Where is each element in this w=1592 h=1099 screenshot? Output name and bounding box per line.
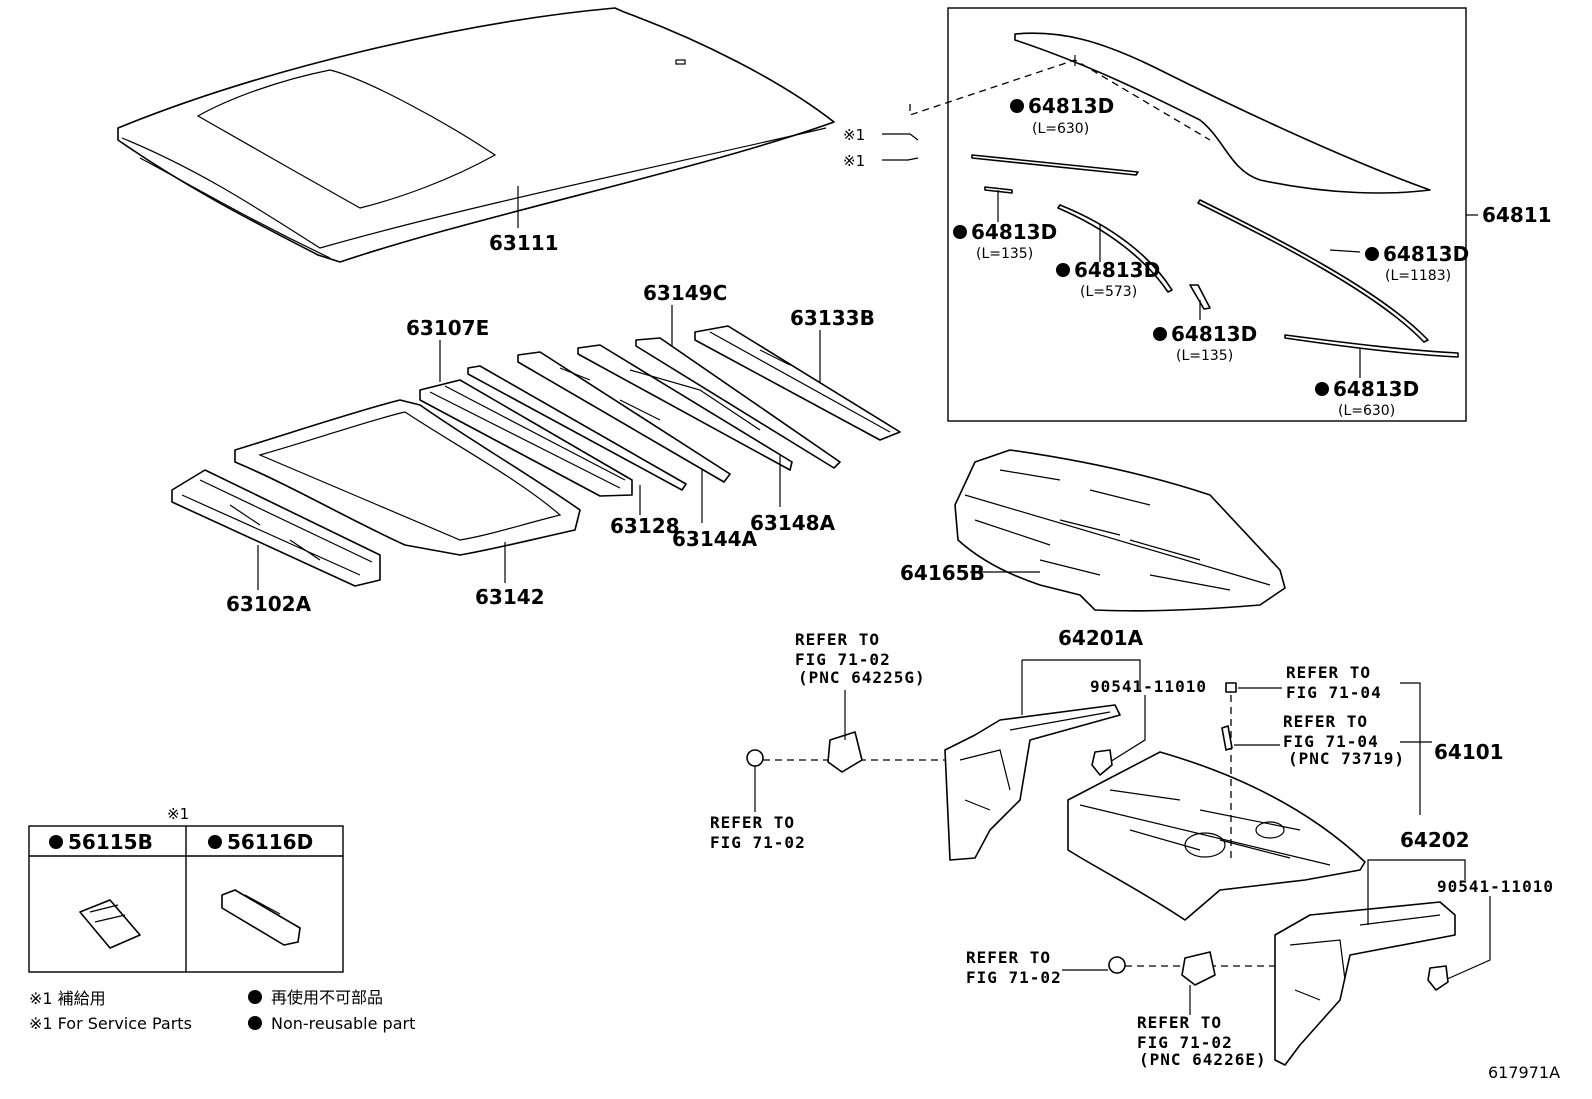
label-64202: 64202 [1400, 828, 1470, 852]
refer-bottom-mid-2: FIG 71-02 [1137, 1033, 1233, 1052]
molding-label-1: 64813D [1028, 94, 1114, 118]
label-63144A: 63144A [672, 527, 758, 551]
package-tray-panel-64101[interactable] [1067, 751, 1366, 921]
refer-right-mid-1: REFER TO [1283, 712, 1368, 731]
package-tray-silencer-64165B[interactable] [954, 449, 1286, 612]
bolt-left[interactable] [746, 749, 764, 767]
legend-service-en: ※1 For Service Parts [29, 1014, 192, 1033]
refer-right-top-1: REFER TO [1286, 663, 1371, 682]
nonreuse-dot-2 [953, 225, 967, 239]
label-56115B: 56115B [68, 830, 153, 854]
figure-id: 617971A [1488, 1063, 1560, 1082]
molding-label-5: 64813D [1171, 322, 1257, 346]
clip-piece-1 [882, 133, 919, 141]
nonreuse-dot-4 [1365, 247, 1379, 261]
refer-bottom-mid-1: REFER TO [1137, 1013, 1222, 1032]
pad-56116D[interactable] [221, 889, 301, 946]
legend-dot-en [248, 1016, 262, 1030]
label-63111: 63111 [489, 231, 559, 255]
refer-left-top-3: (PNC 64225G) [798, 668, 926, 687]
label-90541-right: 90541-11010 [1437, 877, 1554, 896]
refer-right-mid-3: (PNC 73719) [1288, 749, 1405, 768]
molding-label-4: 64813D [1383, 242, 1469, 266]
roof-bow-63144A[interactable] [517, 351, 731, 483]
label-56116D: 56116D [227, 830, 313, 854]
label-90541-top: 90541-11010 [1090, 677, 1207, 696]
clip-56115B[interactable] [79, 899, 141, 949]
bolt-top[interactable] [1225, 682, 1237, 693]
nonreuse-dot-1 [1010, 99, 1024, 113]
label-63148A: 63148A [750, 511, 836, 535]
roof-panel-63111[interactable] [117, 7, 835, 263]
molding-length-6: (L=630) [1338, 403, 1395, 419]
molding-1183[interactable] [1197, 199, 1429, 343]
roof-bow-63148A[interactable] [635, 337, 841, 469]
clip-90541-top[interactable] [1091, 749, 1113, 776]
label-63102A: 63102A [226, 592, 312, 616]
molding-label-6: 64813D [1333, 377, 1419, 401]
molding-630-upper[interactable] [971, 154, 1139, 176]
clip-90541-right[interactable] [1427, 965, 1449, 991]
refer-left-bottom-2: FIG 71-02 [710, 833, 806, 852]
front-header-panel-63102A[interactable] [171, 469, 381, 587]
bolt-right[interactable] [1108, 956, 1126, 974]
nonreuse-dot-6 [1315, 382, 1329, 396]
legend-nonreuse-en: Non-reusable part [271, 1014, 415, 1033]
molding-label-2: 64813D [971, 220, 1057, 244]
sunroof-reinforcement-63142[interactable] [234, 399, 581, 556]
side-panel-extension-64201A[interactable] [944, 704, 1121, 861]
label-64101: 64101 [1434, 740, 1504, 764]
refer-left-top-1: REFER TO [795, 630, 880, 649]
side-panel-extension-64202[interactable] [1274, 901, 1456, 1066]
bracket-64226E[interactable] [1181, 951, 1216, 986]
molding-135-right[interactable] [1189, 284, 1211, 310]
molding-length-1: (L=630) [1032, 121, 1089, 137]
label-63133B: 63133B [790, 306, 875, 330]
refer-left-bottom-1: REFER TO [710, 813, 795, 832]
clip-73719[interactable] [1221, 725, 1233, 751]
label-64811: 64811 [1482, 203, 1552, 227]
roof-bow-63149C[interactable] [577, 344, 793, 471]
molding-length-3: (L=573) [1080, 284, 1137, 300]
rear-header-63133B[interactable] [694, 325, 901, 441]
bracket-64225G[interactable] [827, 731, 863, 773]
molding-630-lower[interactable] [1284, 334, 1459, 358]
molding-length-5: (L=135) [1176, 348, 1233, 364]
refer-right-mid-2: FIG 71-04 [1283, 732, 1379, 751]
roof-bow-63107E[interactable] [419, 379, 633, 497]
label-63142: 63142 [475, 585, 545, 609]
refer-bottom-left-2: FIG 71-02 [966, 968, 1062, 987]
refer-bottom-mid-3: (PNC 64226E) [1139, 1050, 1267, 1069]
service-box-mark: ※1 [167, 805, 189, 823]
nonreuse-dot-56115B [49, 835, 63, 849]
legend-dot-jp [248, 990, 262, 1004]
molding-length-4: (L=1183) [1385, 268, 1451, 284]
label-63128: 63128 [610, 514, 680, 538]
refer-left-top-2: FIG 71-02 [795, 650, 891, 669]
label-64201A: 64201A [1058, 626, 1144, 650]
roof-bow-63128[interactable] [467, 365, 687, 491]
label-63107E: 63107E [406, 316, 489, 340]
nonreuse-dot-3 [1056, 263, 1070, 277]
service-mark-1: ※1 [843, 126, 865, 144]
nonreuse-dot-56116D [208, 835, 222, 849]
legend-nonreuse-jp: 再使用不可部品 [271, 988, 383, 1007]
molding-573[interactable] [1057, 204, 1173, 293]
clip-piece-2 [882, 157, 919, 161]
back-window-glass[interactable] [1014, 32, 1431, 194]
refer-bottom-left-1: REFER TO [966, 948, 1051, 967]
molding-label-3: 64813D [1074, 258, 1160, 282]
molding-length-2: (L=135) [976, 246, 1033, 262]
service-mark-2: ※1 [843, 152, 865, 170]
label-63149C: 63149C [643, 281, 727, 305]
refer-right-top-2: FIG 71-04 [1286, 683, 1382, 702]
nonreuse-dot-5 [1153, 327, 1167, 341]
label-64165B: 64165B [900, 561, 985, 585]
legend-service-jp: ※1 補給用 [29, 989, 106, 1008]
